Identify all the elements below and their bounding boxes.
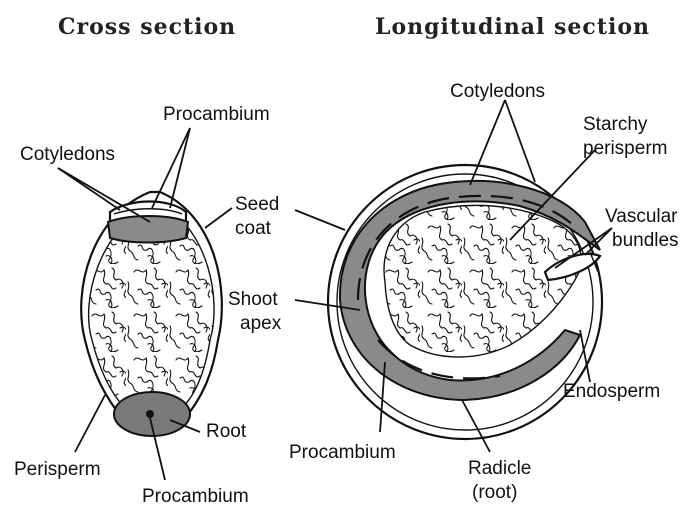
label-root: Root [206,421,247,442]
label-shoot-line2: apex [240,313,282,334]
label-vascular-line1: Vascular [605,206,678,227]
label-starchy-line2: perisperm [583,138,667,159]
label-radicle-line2: (root) [472,482,517,503]
longitudinal-section-title: Longitudinal section [375,14,650,40]
label-procambium-long: Procambium [289,442,396,463]
label-procambium-top: Procambium [163,104,270,125]
longitudinal-section-seed [328,165,602,439]
label-perisperm: Perisperm [14,459,101,480]
label-starchy-line1: Starchy [583,114,648,135]
label-seed-coat-line1: Seed [235,194,279,215]
cross-section-title: Cross section [58,14,236,40]
label-cotyledons-cross: Cotyledons [20,144,115,165]
label-cotyledons-long: Cotyledons [450,81,545,102]
label-shoot-line1: Shoot [228,289,278,310]
label-procambium-bottom: Procambium [142,486,249,507]
label-seed-coat-line2: coat [235,218,272,239]
label-endosperm: Endosperm [563,381,660,402]
cross-section-seed [80,192,222,436]
label-radicle-line1: Radicle [468,458,531,479]
label-vascular-line2: bundles [612,230,679,251]
